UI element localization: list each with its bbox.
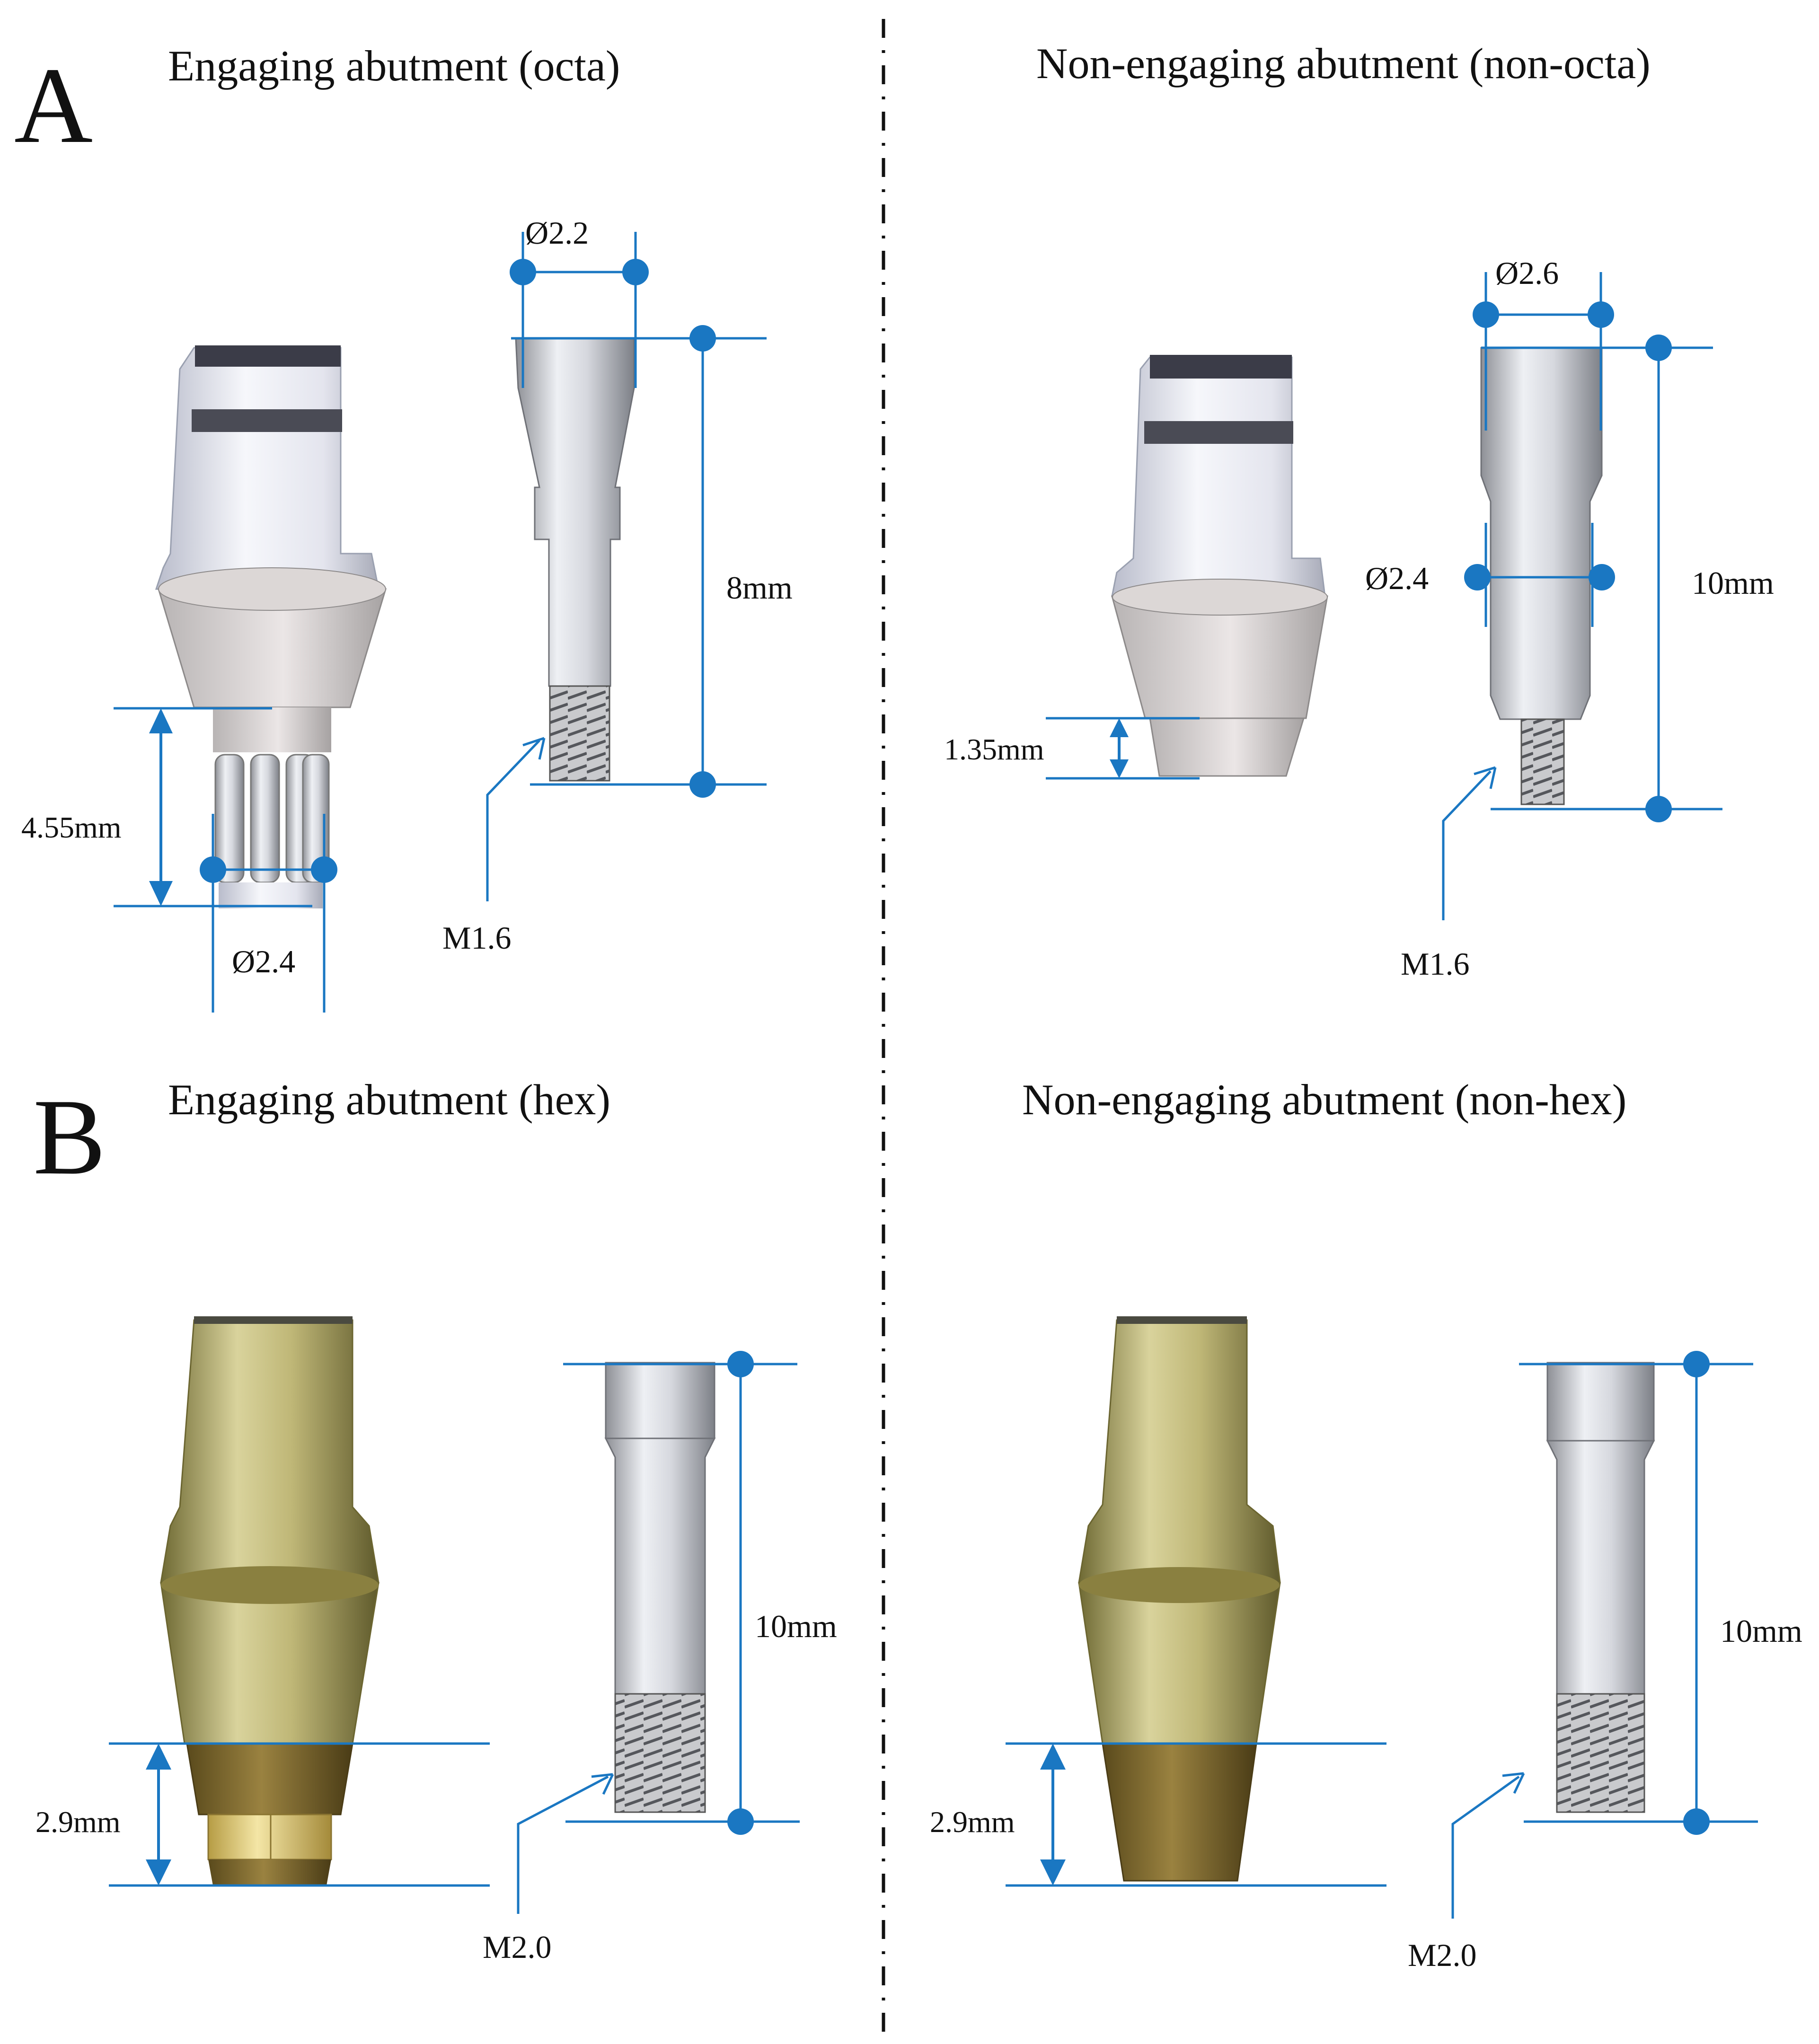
dim-b-left <box>109 1351 800 1914</box>
abutment-hex <box>160 1316 380 1885</box>
label-thread-m1-6-right: M1.6 <box>1401 946 1469 982</box>
panel-letter-a: A <box>14 45 93 166</box>
dim-b-right <box>1006 1351 1758 1919</box>
screw-octa <box>515 337 635 782</box>
label-screw-head-diameter-2-6: Ø2.6 <box>1495 255 1559 291</box>
label-screw-length-10mm-b-right: 10mm <box>1720 1613 1802 1649</box>
title-engaging-hex: Engaging abutment (hex) <box>168 1075 610 1124</box>
abutment-octa <box>155 345 387 908</box>
panel-letter-b: B <box>33 1076 106 1197</box>
label-connection-height-2-9mm-right: 2.9mm <box>930 1805 1015 1839</box>
label-screw-length-10mm-a: 10mm <box>1692 565 1774 601</box>
label-connection-height-4-55mm: 4.55mm <box>21 811 122 844</box>
screw-non-octa <box>1480 347 1603 805</box>
title-engaging-octa: Engaging abutment (octa) <box>168 42 620 90</box>
dim-a-left <box>114 232 767 1013</box>
label-connection-height-2-9mm-left: 2.9mm <box>35 1805 121 1839</box>
label-thread-m1-6-left: M1.6 <box>442 920 511 956</box>
label-screw-length-10mm-b-left: 10mm <box>755 1608 837 1644</box>
label-connection-diameter-2-4: Ø2.4 <box>232 943 295 979</box>
label-connection-height-1-35mm: 1.35mm <box>944 732 1044 766</box>
label-screw-length-8mm: 8mm <box>726 570 793 606</box>
label-thread-m2-0-right: M2.0 <box>1408 1937 1476 1973</box>
title-non-engaging-octa: Non-engaging abutment (non-octa) <box>1036 39 1651 88</box>
screw-hex <box>604 1362 716 1813</box>
abutment-non-octa <box>1111 355 1328 777</box>
abutment-non-hex <box>1078 1316 1281 1882</box>
label-screw-shank-diameter-2-4: Ø2.4 <box>1365 560 1429 596</box>
screw-non-hex <box>1546 1362 1655 1813</box>
label-screw-diameter-2-2: Ø2.2 <box>525 215 589 251</box>
dim-a-right <box>1046 272 1722 920</box>
label-thread-m2-0-left: M2.0 <box>483 1929 551 1965</box>
title-non-engaging-hex: Non-engaging abutment (non-hex) <box>1022 1075 1626 1124</box>
